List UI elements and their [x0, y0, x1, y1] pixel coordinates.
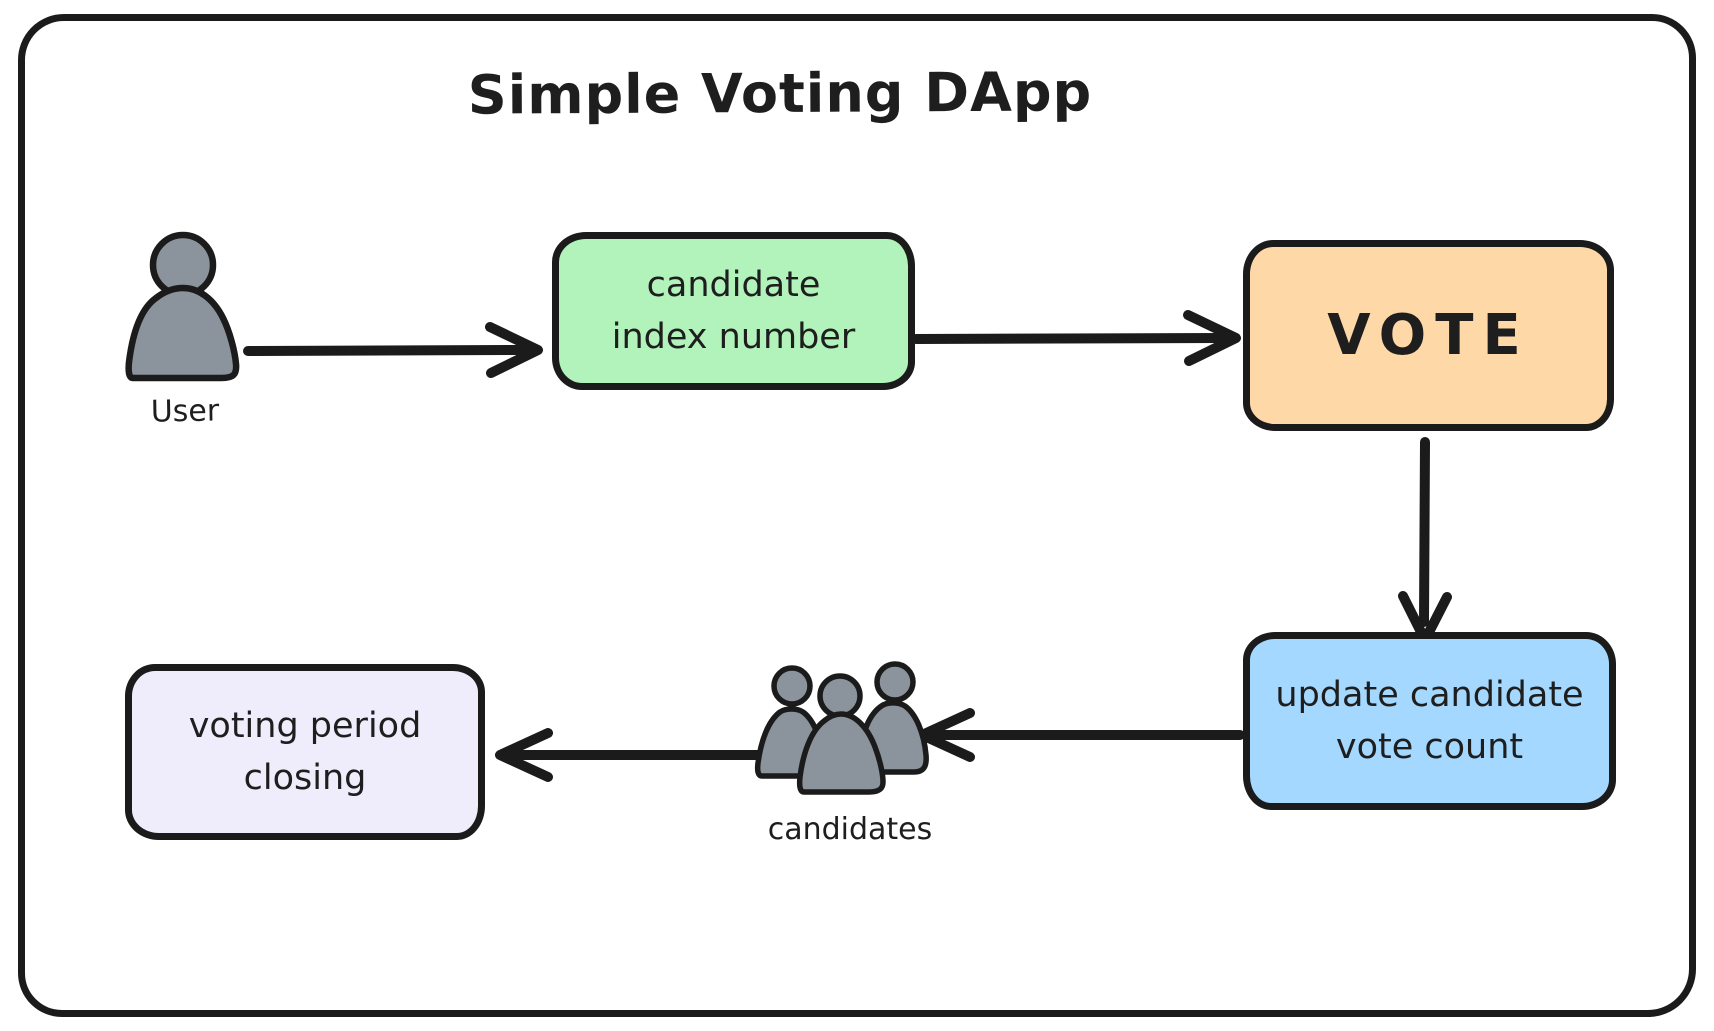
- candidate-back-right-head: [874, 661, 916, 703]
- arrow-shaft: [911, 333, 1227, 344]
- user-label: User: [150, 393, 220, 430]
- node-voting-period-closing: voting period closing: [125, 664, 485, 840]
- arrow-candidates-to-voting-period: [495, 728, 767, 782]
- arrow-head: [1183, 310, 1241, 366]
- diagram-title: Simple Voting DApp: [467, 60, 1093, 127]
- arrow-shaft: [243, 345, 529, 356]
- node-vote: VOTE: [1243, 240, 1614, 431]
- user-icon: [125, 231, 240, 382]
- node-label: VOTE: [1327, 302, 1530, 368]
- arrow-update-count-to-candidates: [917, 708, 1245, 762]
- node-label: update candidate vote count: [1275, 674, 1584, 768]
- node-label: candidate index number: [611, 264, 856, 358]
- node-update-candidate-vote-count: update candidate vote count: [1243, 632, 1616, 810]
- node-candidate-index-number: candidate index number: [552, 232, 915, 390]
- node-label: voting period closing: [188, 705, 422, 799]
- diagram-frame: [18, 14, 1696, 1017]
- user-body: [125, 284, 240, 382]
- candidate-front-head: [817, 673, 863, 719]
- arrow-vote-to-update-count: [1398, 437, 1452, 645]
- candidates-icon: [754, 661, 929, 795]
- arrow-user-to-candidate-index: [243, 322, 543, 378]
- arrow-candidate-index-to-vote: [911, 310, 1241, 366]
- candidate-front-body: [796, 711, 886, 795]
- candidates-label: candidates: [767, 812, 933, 847]
- candidate-back-left-head: [771, 665, 813, 707]
- arrow-head: [495, 728, 553, 782]
- arrow-head: [485, 322, 543, 378]
- arrow-shaft: [1419, 437, 1430, 627]
